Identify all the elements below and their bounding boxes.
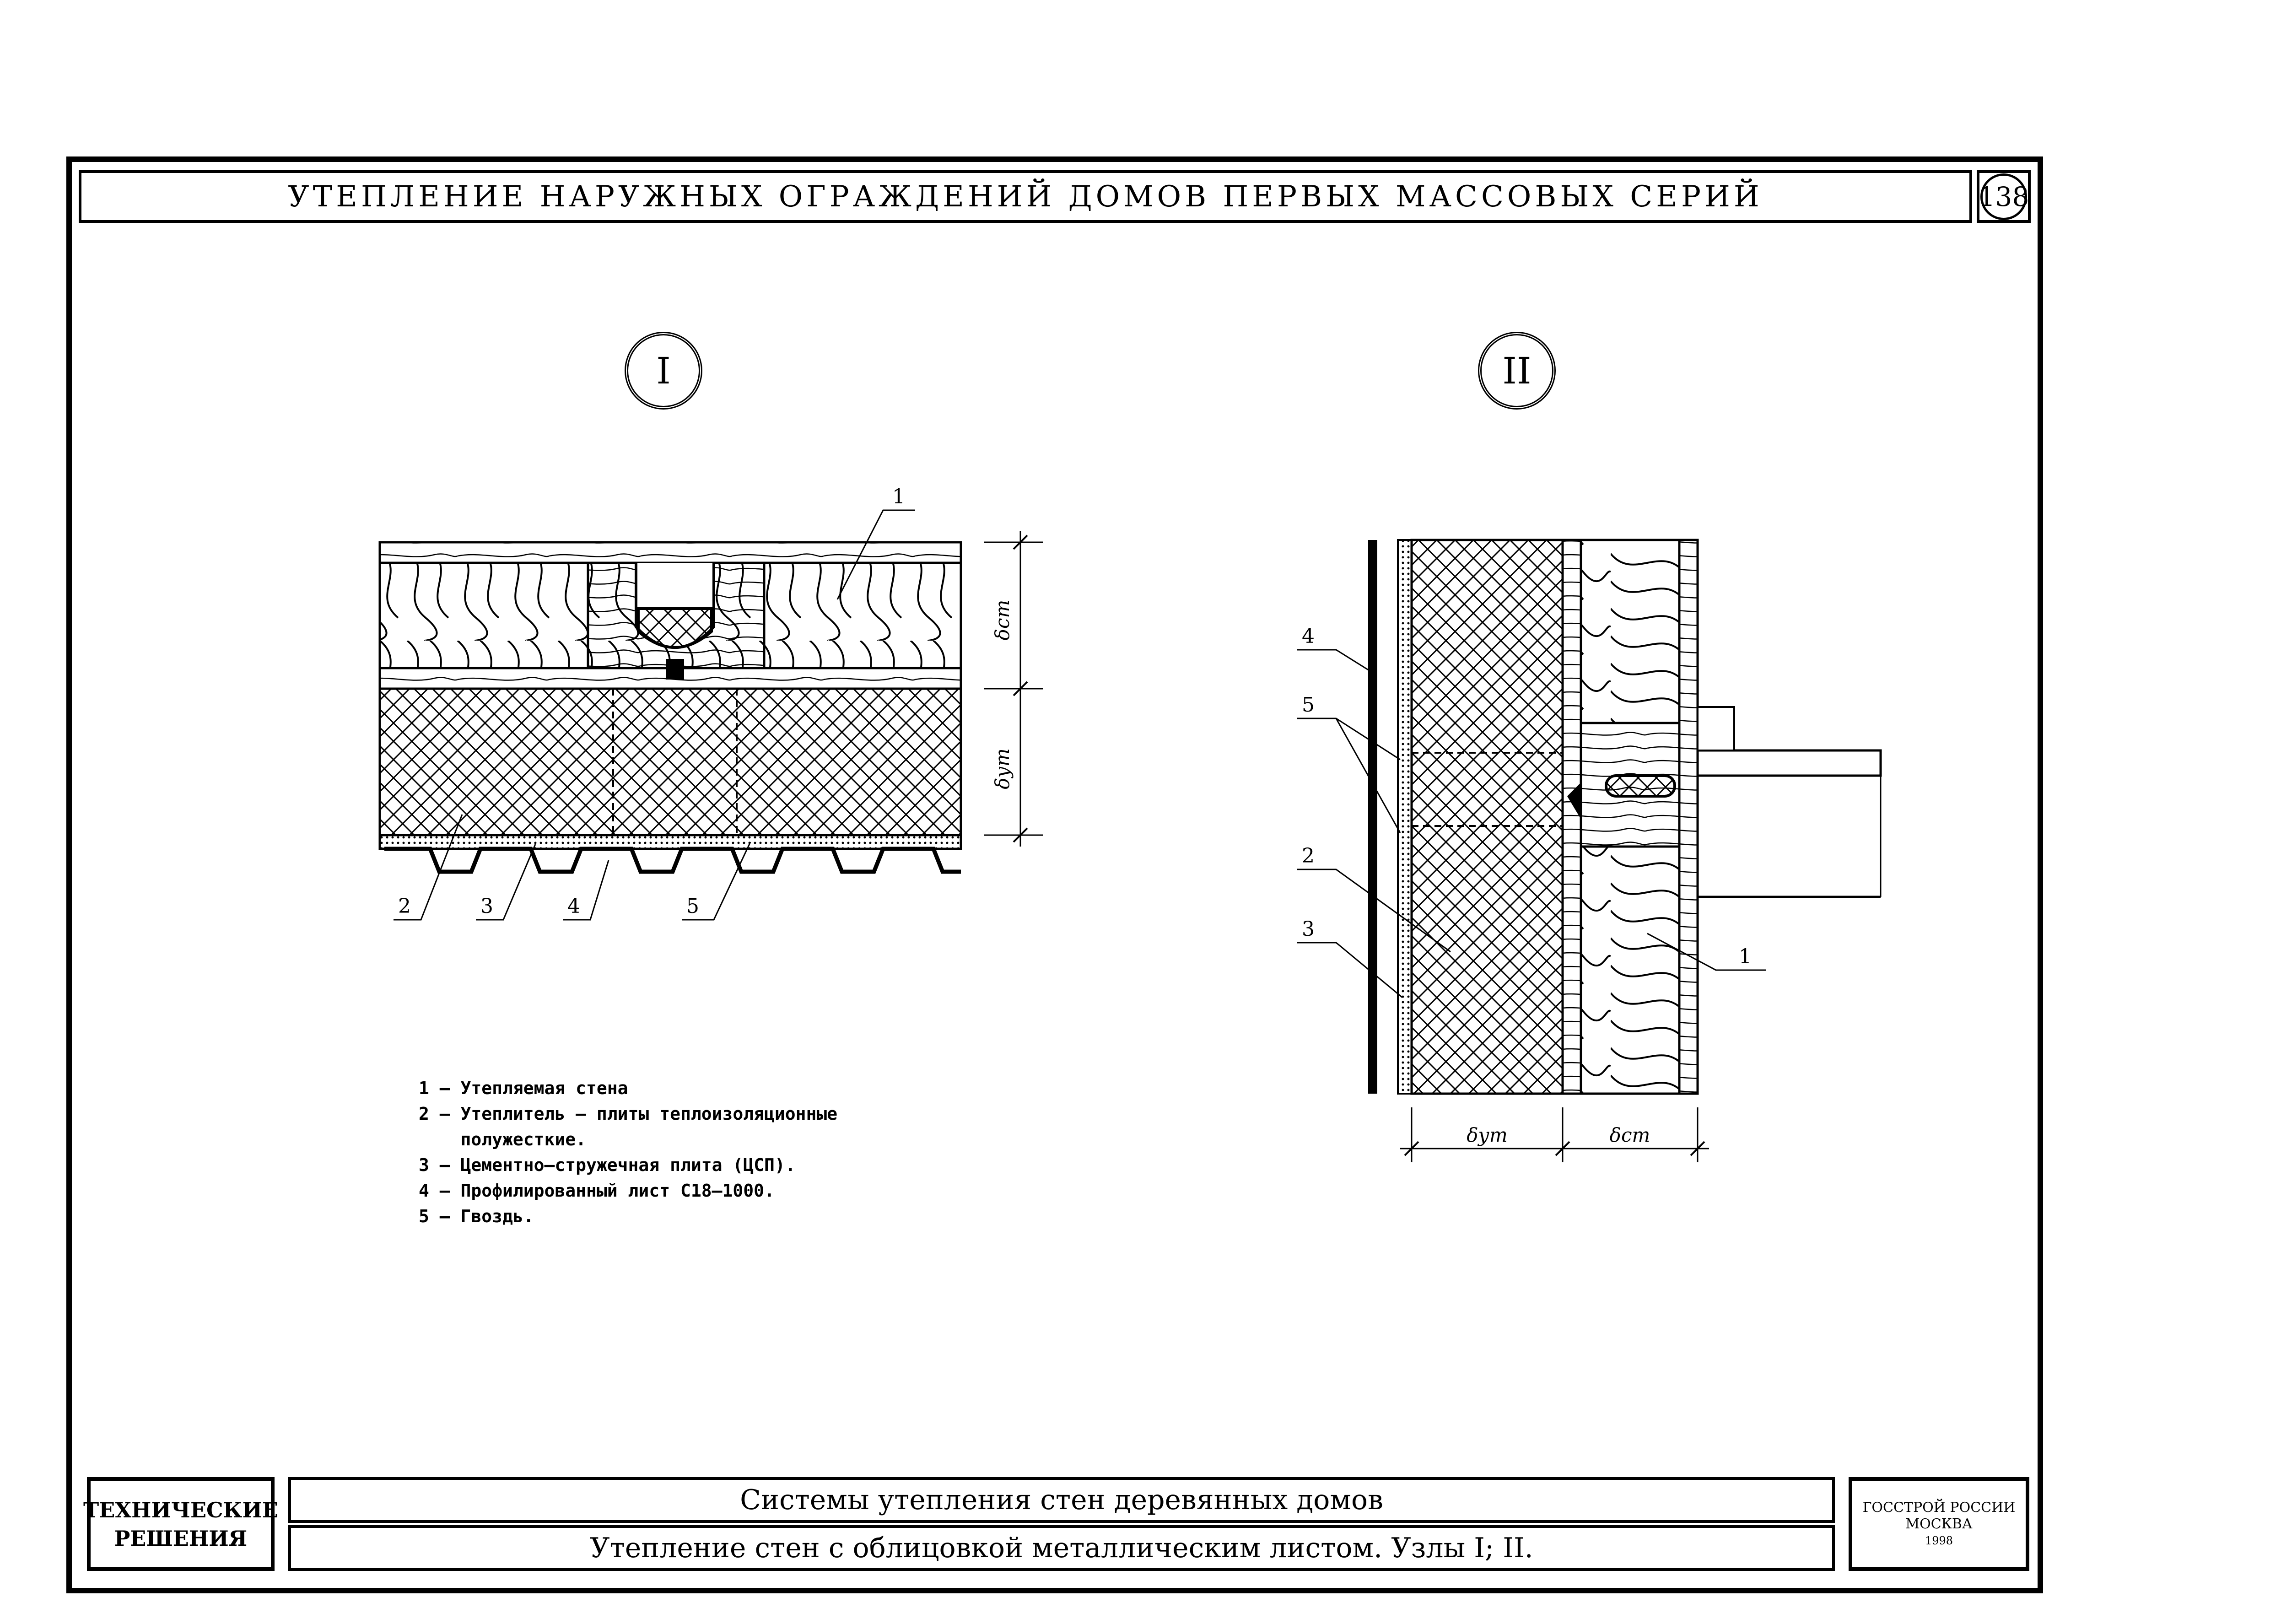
legend-item: 1 – Утепляемая стена [419, 1078, 628, 1098]
node1-seal [637, 607, 713, 649]
node2-csp [1397, 539, 1413, 1095]
node-label-2-text: II [1502, 349, 1531, 392]
sheet-number: 138 [1979, 173, 2029, 220]
page-title: УТЕПЛЕНИЕ НАРУЖНЫХ ОГРАЖДЕНИЙ ДОМОВ ПЕРВ… [79, 170, 1972, 223]
category-line-2: РЕШЕНИЯ [114, 1526, 248, 1551]
node2-profiled-sheet [1368, 540, 1377, 1094]
node-1-drawing: δст δут 1 2 3 4 5 [378, 485, 1043, 921]
organization-stamp: ГОССТРОЙ РОССИИ МОСКВА 1998 [1849, 1477, 2029, 1571]
legend-item: 5 – Гвоздь. [419, 1206, 534, 1226]
node1-dim-insul: δут [991, 748, 1014, 789]
node-2-drawing: δут δст 4 5 2 3 1 [1297, 539, 1882, 1162]
sheet-title-text: Утепление стен с облицовкой металлически… [590, 1532, 1533, 1564]
node1-insulation [378, 687, 962, 836]
subject-title-text: Системы утепления стен деревянных домов [740, 1484, 1383, 1516]
node-label-2: II [1478, 332, 1556, 410]
subject-title: Системы утепления стен деревянных домов [288, 1477, 1835, 1523]
node2-callout-1: 1 [1739, 945, 1752, 968]
sheet-title: Утепление стен с облицовкой металлически… [288, 1525, 1835, 1571]
legend-item: 4 – Профилированный лист С18–1000. [419, 1181, 775, 1201]
node1-board-top [378, 541, 962, 564]
node1-callout-5: 5 [686, 895, 699, 918]
node2-dim-wall: δст [1610, 1124, 1650, 1146]
node2-seal [1605, 774, 1676, 798]
node1-callout-3: 3 [480, 895, 493, 918]
legend: 1 – Утепляемая стена 2 – Утеплитель – пл… [419, 1075, 837, 1229]
node2-wool-upper [1580, 539, 1681, 724]
node1-profiled-sheet [384, 847, 961, 874]
node1-callout-1: 1 [892, 485, 905, 508]
node2-callout-5: 5 [1302, 693, 1315, 717]
node1-csp [378, 834, 962, 850]
drawing-frame [66, 156, 2043, 1593]
node2-callout-2: 2 [1302, 844, 1315, 868]
org-year: 1998 [1925, 1534, 1953, 1547]
legend-item: 3 – Цементно–стружечная плита (ЦСП). [419, 1155, 796, 1175]
legend-item: полужесткие. [419, 1129, 587, 1149]
category-line-1: ТЕХНИЧЕСКИЕ [83, 1497, 278, 1522]
node1-callout-4: 4 [567, 895, 580, 918]
node2-dim-insul: δут [1467, 1124, 1507, 1146]
node2-wool-lower [1580, 845, 1681, 1095]
node1-dim-wall: δст [991, 600, 1014, 641]
node1-board-bottom [378, 667, 962, 690]
node-label-1-text: I [656, 349, 671, 392]
category-stamp: ТЕХНИЧЕСКИЕ РЕШЕНИЯ [83, 1477, 278, 1571]
node2-callout-4: 4 [1302, 625, 1315, 648]
node2-callout-3: 3 [1302, 917, 1315, 941]
sheet-number-box: 138 [1977, 170, 2031, 223]
org-line-1: ГОССТРОЙ РОССИИ [1862, 1499, 2016, 1516]
node-label-1: I [625, 332, 702, 410]
node1-callout-2: 2 [398, 895, 411, 918]
page-title-text: УТЕПЛЕНИЕ НАРУЖНЫХ ОГРАЖДЕНИЙ ДОМОВ ПЕРВ… [288, 179, 1763, 214]
legend-item: 2 – Утеплитель – плиты теплоизоляционные [419, 1104, 838, 1124]
node2-insulation [1410, 539, 1564, 1095]
node2-floor-slab [1696, 749, 1882, 777]
org-line-2: МОСКВА [1905, 1516, 1973, 1532]
